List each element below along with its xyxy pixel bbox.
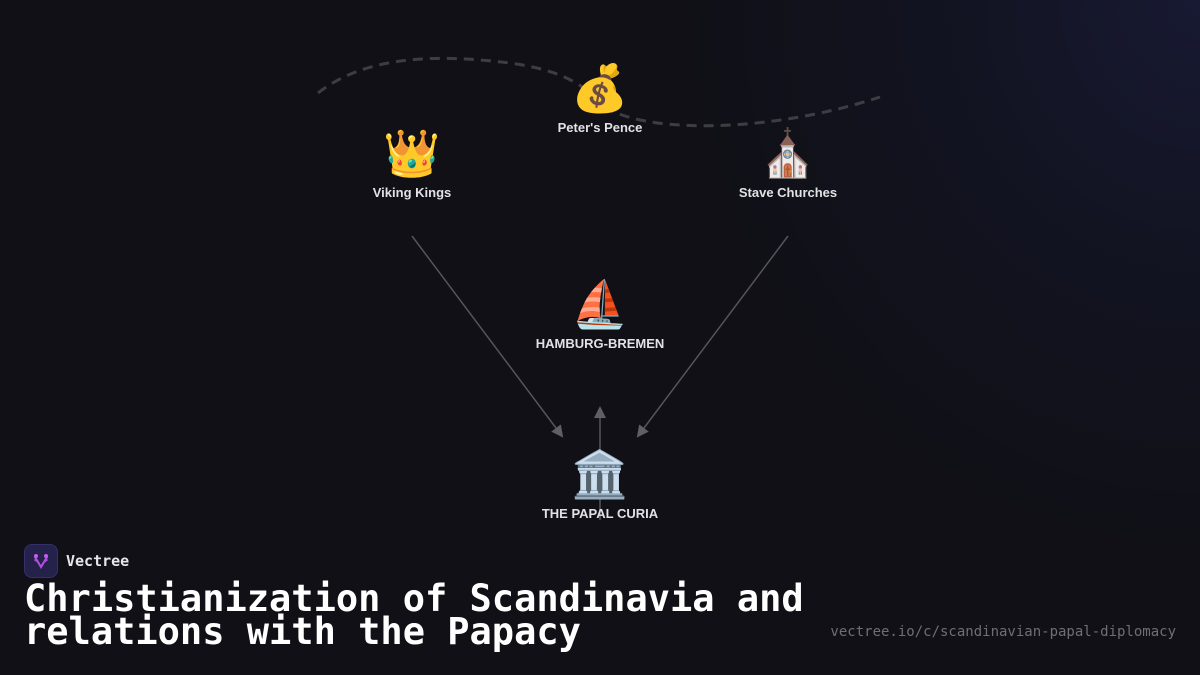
sailboat-icon: ⛵ — [571, 277, 629, 331]
source-url[interactable]: vectree.io/c/scandinavian-papal-diplomac… — [830, 624, 1176, 640]
node-label: THE PAPAL CURIA — [541, 506, 659, 521]
node-viking-kings[interactable]: 👑 Viking Kings — [373, 125, 452, 200]
edge-stave-churches-to-papal-curia — [636, 235, 789, 438]
node-peters-pence[interactable]: 💰 Peter's Pence — [558, 60, 643, 135]
node-hamburg-bremen[interactable]: ⛵ HAMBURG-BREMEN — [536, 276, 665, 351]
edge-viking-kings-to-papal-curia — [411, 235, 564, 438]
money-bag-icon: 💰 — [571, 61, 629, 115]
brand: Vectree — [24, 544, 129, 578]
crown-icon: 👑 — [383, 126, 441, 180]
node-label: Peter's Pence — [557, 120, 643, 135]
classical-building-icon: 🏛️ — [571, 447, 629, 501]
vectree-logo-icon — [24, 544, 58, 578]
node-stave-churches[interactable]: ⛪ Stave Churches — [739, 125, 837, 200]
node-papal-curia[interactable]: 🏛️ THE PAPAL CURIA — [542, 446, 658, 521]
node-label: Stave Churches — [738, 185, 838, 200]
church-icon: ⛪ — [759, 126, 817, 180]
page-title: Christianization of Scandinavia and rela… — [24, 577, 804, 653]
node-label: Viking Kings — [372, 185, 452, 200]
brand-name: Vectree — [66, 552, 130, 570]
dashed-edge-kings-pence-churches — [317, 56, 881, 128]
node-label: HAMBURG-BREMEN — [535, 336, 665, 351]
